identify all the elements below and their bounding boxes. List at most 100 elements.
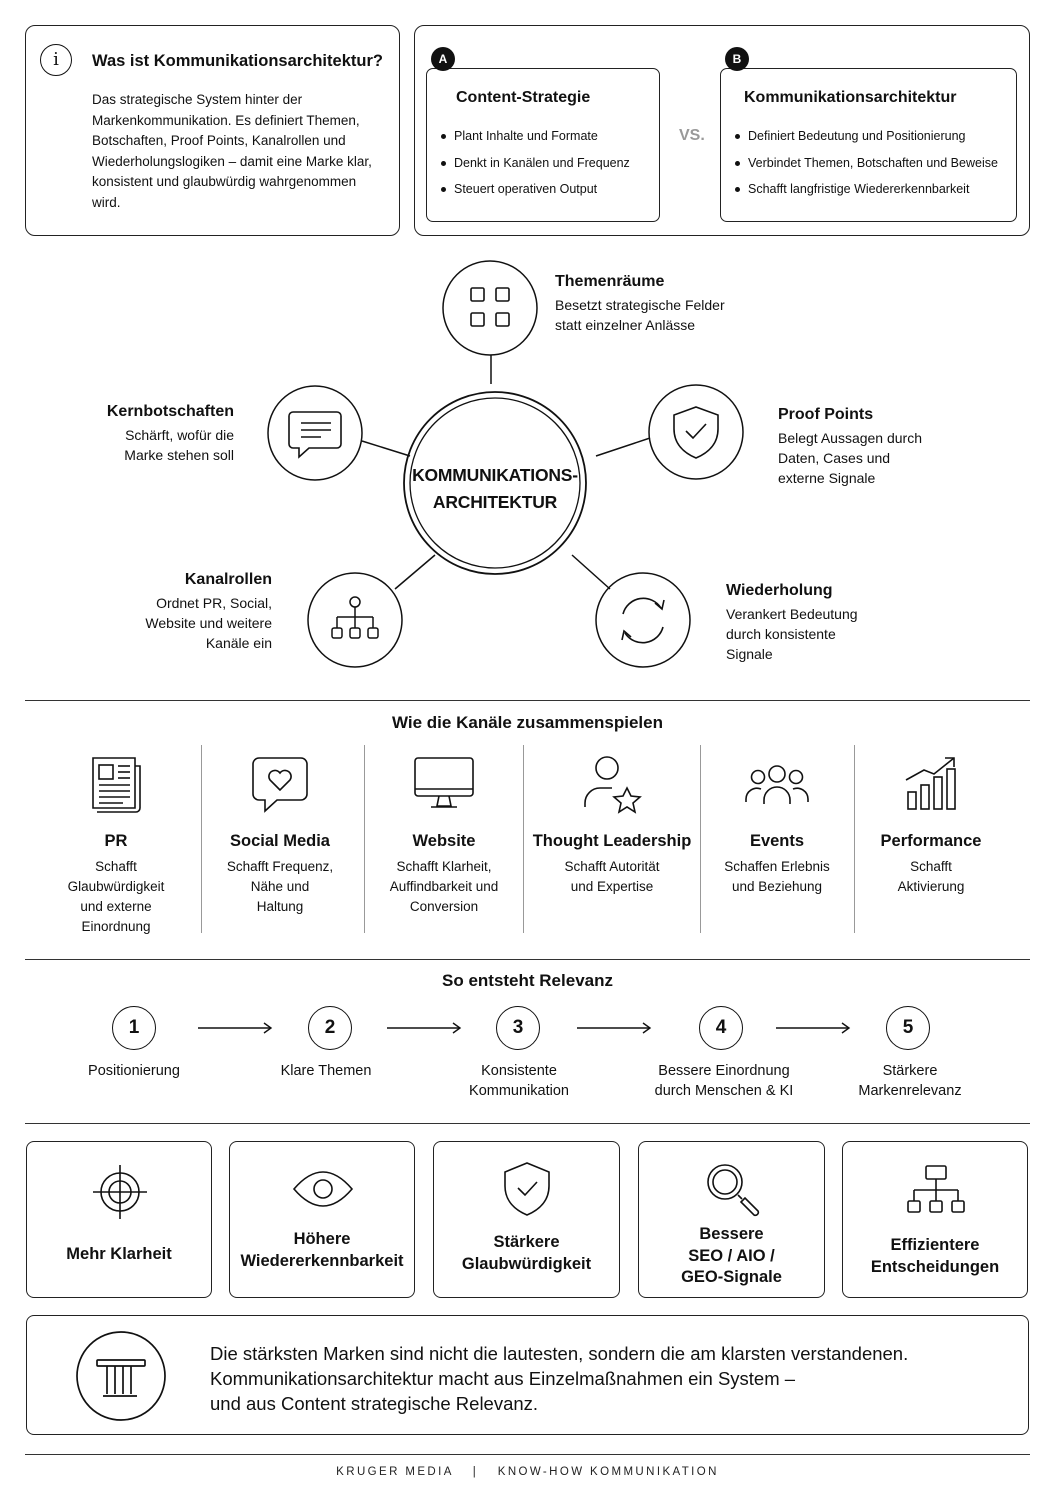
connector-line [595,437,651,457]
channel-desc-line: Haltung [256,899,304,914]
badge-a: A [431,47,455,71]
quote-line: Die stärksten Marken sind nicht die laut… [210,1343,909,1364]
channel-title: Events [749,832,805,850]
compare-card [414,25,1030,236]
arrow-right-icon [577,1022,652,1034]
node-desc-line: Signale [726,646,773,662]
arrow-right-icon [776,1022,851,1034]
step-label-line: Stärkere [882,1063,938,1079]
node-desc: Verankert Bedeutung durch konsistente Si… [726,604,858,664]
channel-desc-line: Schafft Frequenz, [226,859,334,874]
step-label: Bessere Einordnung durch Menschen & KI [634,1061,814,1101]
benefit-card: Bessere SEO / AIO / GEO-Signale [638,1141,825,1298]
channel-performance: Performance Schafft Aktivierung [858,752,1004,897]
node-circle-wiederholung [595,572,691,668]
node-desc-line: Schärft, wofür die [125,427,234,443]
org-chart-icon [907,1165,965,1213]
node-desc: Belegt Aussagen durch Daten, Cases und e… [778,428,922,488]
channel-desc-line: Auffindbarkeit und [389,879,499,894]
channel-title: Thought Leadership [532,832,692,850]
grid-icon [470,287,510,327]
channel-desc-line: Nähe und [250,879,310,894]
heart-chat-icon [252,757,308,813]
divider [25,959,1030,960]
node-desc: Besetzt strategische Felder statt einzel… [555,295,725,335]
step-label-line: durch Menschen & KI [654,1083,794,1099]
node-desc: Schärft, wofür die Marke stehen soll [80,425,234,465]
divider [25,1454,1030,1455]
benefit-label-line: GEO-Signale [681,1268,782,1286]
badge-b-label: B [732,52,742,66]
footer-brand: KRUGER MEDIA [336,1466,454,1478]
compare-b-list: Definiert Bedeutung und Positionierung V… [733,123,998,203]
divider [25,1123,1030,1124]
divider [25,700,1030,701]
channel-pr: PR Schafft Glaubwürdigkeit und externe E… [40,752,192,937]
eye-icon [292,1171,354,1207]
node-wiederholung: Wiederholung Verankert Bedeutung durch k… [726,582,858,664]
step-circle: 5 [886,1006,930,1050]
step-label-line: Bessere Einordnung [658,1063,790,1079]
step-circle: 1 [112,1006,156,1050]
benefit-label-line: Entscheidungen [870,1257,1000,1276]
step-circle: 3 [496,1006,540,1050]
arrow-right-icon [198,1022,273,1034]
intro-card [25,25,400,236]
info-icon: i [40,44,72,76]
target-icon [93,1165,147,1219]
channel-desc: Schafft Frequenz, Nähe und Haltung [204,857,356,917]
node-proofpoints: Proof Points Belegt Aussagen durch Daten… [778,406,922,488]
channel-title: Website [412,832,476,850]
benefit-label-line: Wiedererkennbarkeit [240,1251,404,1270]
benefit-label: Stärkere Glaubwürdigkeit [434,1232,619,1275]
node-title: Wiederholung [726,582,833,599]
badge-a-label: A [438,52,448,66]
channel-separator [201,745,202,933]
quote-text: Die stärksten Marken sind nicht die laut… [210,1341,908,1416]
node-desc-line: Website und weitere [145,615,272,631]
channel-desc: Schafft Klarheit, Auffindbarkeit und Con… [368,857,520,917]
node-circle-proofpoints [648,384,744,480]
connector-line [571,554,611,590]
node-desc-line: statt einzelner Anlässe [555,317,696,333]
quote-card [26,1315,1029,1435]
footer-topic: KNOW-HOW KOMMUNIKATION [497,1466,719,1478]
compare-b-title: Kommunikationsarchitektur [744,89,957,106]
hierarchy-icon [331,596,379,639]
step-label: Konsistente Kommunikation [439,1061,599,1101]
step-label-line: Markenrelevanz [858,1083,962,1099]
compare-a-list: Plant Inhalte und Formate Denkt in Kanäl… [439,123,630,203]
channel-title: Performance [880,832,982,850]
benefit-label: Höhere Wiedererkennbarkeit [230,1229,414,1272]
relevance-heading: So entsteht Relevanz [442,971,613,990]
step-label-line: Klare Themen [280,1063,372,1079]
step-label-line: Kommunikation [469,1083,569,1099]
newspaper-icon [92,757,141,813]
node-kernbotschaften: Kernbotschaften Schärft, wofür die Marke… [80,403,234,465]
people-icon [745,765,809,804]
channel-thought-leadership: Thought Leadership Schafft Autorität und… [527,752,697,897]
benefit-card: Stärkere Glaubwürdigkeit [433,1141,620,1298]
hub-center-line: ARCHITEKTUR [432,492,558,512]
channel-social-media: Social Media Schafft Frequenz, Nähe und … [204,752,356,917]
step-circle: 4 [699,1006,743,1050]
channel-desc-line: Schaffen Erlebnis [724,859,830,874]
quote-line: Kommunikationsarchitektur macht aus Einz… [210,1368,796,1389]
magnifier-icon [707,1164,760,1217]
info-glyph: i [53,49,59,70]
channel-events: Events Schaffen Erlebnis und Beziehung [703,752,851,897]
refresh-icon [621,597,665,644]
benefit-label-line: SEO / AIO / [688,1246,775,1265]
benefit-card: Effizientere Entscheidungen [842,1141,1028,1298]
quote-line: und aus Content strategische Relevanz. [210,1393,539,1414]
node-desc-line: Daten, Cases und [778,450,891,466]
node-desc: Ordnet PR, Social, Website und weitere K… [112,593,272,653]
node-circle-themenraeume [442,260,538,356]
channel-desc: Schafft Aktivierung [858,857,1004,897]
badge-b: B [725,47,749,71]
person-star-icon [584,756,642,814]
compare-a-title: Content-Strategie [456,89,591,106]
node-kanalrollen: Kanalrollen Ordnet PR, Social, Website u… [112,571,272,653]
vs-label: VS. [679,127,705,144]
node-title: Proof Points [778,406,874,423]
